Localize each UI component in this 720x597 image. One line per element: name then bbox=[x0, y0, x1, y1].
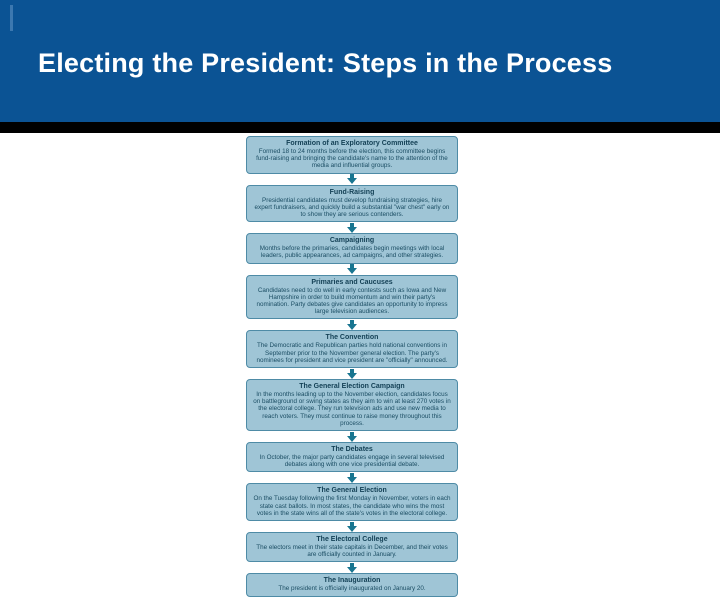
down-arrow-icon bbox=[347, 264, 357, 275]
down-arrow-icon bbox=[347, 174, 357, 185]
down-arrow-icon bbox=[347, 222, 357, 233]
flow-step-title: The General Election Campaign bbox=[299, 383, 405, 391]
flow-step-title: Formation of an Exploratory Committee bbox=[286, 140, 418, 147]
flow-step-body: On the Tuesday following the first Monda… bbox=[253, 495, 451, 517]
slide-header: Electing the President: Steps in the Pro… bbox=[0, 0, 720, 122]
slide-title: Electing the President: Steps in the Pro… bbox=[38, 48, 613, 78]
header-divider bbox=[0, 122, 720, 133]
flow-step-body: Presidential candidates must develop fun… bbox=[254, 196, 450, 219]
flow-step-title: The Convention bbox=[325, 334, 379, 342]
down-arrow-icon bbox=[347, 368, 357, 379]
flow-step-body: The president is officially inaugurated … bbox=[278, 585, 426, 593]
flow-step-title: The Debates bbox=[331, 446, 373, 454]
flow-step-body: The electors meet in their state capital… bbox=[256, 544, 448, 559]
flow-step-body: In October, the major party candidates e… bbox=[259, 454, 445, 469]
flow-step-body: In the months leading up to the November… bbox=[253, 391, 451, 427]
down-arrow-icon bbox=[347, 562, 357, 573]
flow-step-body: Months before the primaries, candidates … bbox=[259, 245, 445, 260]
flow-step-body: Candidates need to do well in early cont… bbox=[256, 286, 448, 316]
down-arrow-icon bbox=[347, 472, 357, 483]
flow-step-title: The Inauguration bbox=[323, 577, 381, 585]
flow-step-body: The Democratic and Republican parties ho… bbox=[256, 342, 448, 364]
flow-step-title: Campaigning bbox=[329, 237, 375, 245]
down-arrow-icon bbox=[347, 431, 357, 442]
down-arrow-icon bbox=[347, 521, 357, 532]
flow-step-title: The General Election bbox=[317, 487, 387, 495]
header-accent bbox=[10, 5, 13, 31]
flow-step-title: The Electoral College bbox=[316, 536, 388, 544]
down-arrow-icon bbox=[347, 319, 357, 330]
flow-step-body: Formed 18 to 24 months before the electi… bbox=[256, 148, 448, 170]
flow-step-title: Primaries and Caucuses bbox=[311, 278, 393, 286]
flow-step-title: Fund-Raising bbox=[329, 188, 375, 196]
